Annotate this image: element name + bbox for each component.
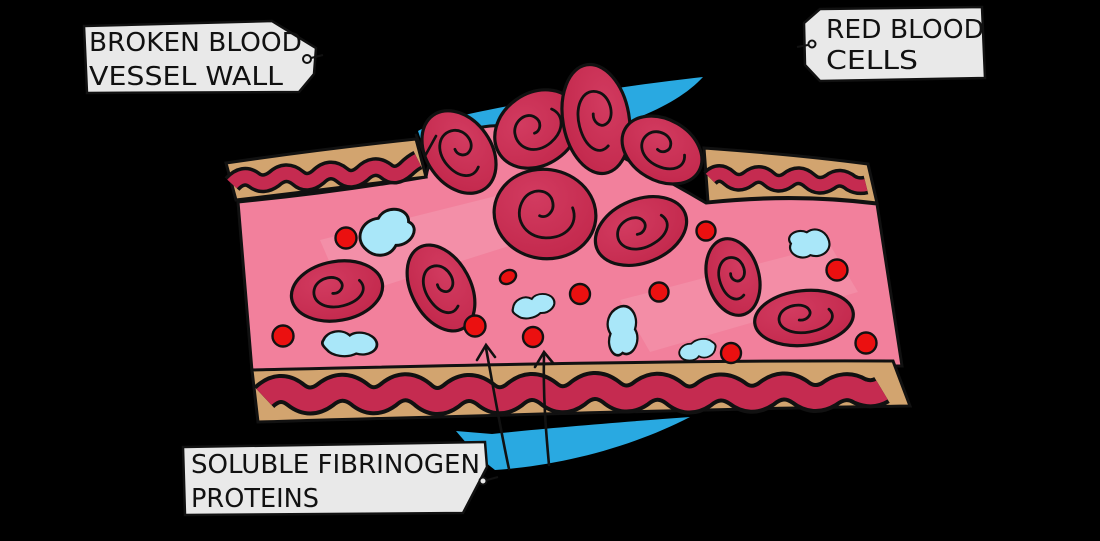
label-broken-blood-vessel-wall: BROKEN BLOOD VESSEL WALL <box>82 19 324 95</box>
fibrinogen-protein-dot <box>825 258 849 282</box>
fibrinogen-protein-dot <box>854 331 878 355</box>
label-tag-shape <box>802 5 987 83</box>
pointer-arrowhead <box>533 349 555 369</box>
label-text: SOLUBLE FIBRINOGEN <box>191 450 480 480</box>
pointer-arrowhead <box>475 342 497 362</box>
tag-hole-icon <box>807 39 817 49</box>
tag-string-icon <box>486 476 499 481</box>
label-text: CELLS <box>826 46 918 76</box>
fibrinogen-proteins <box>271 220 878 365</box>
fibrinogen-protein-dot <box>334 226 358 250</box>
wall-lining <box>256 375 888 412</box>
fibrinogen-protein-dot <box>648 281 670 303</box>
fibrinogen-pointer-arrows <box>475 342 555 471</box>
platelet-blob <box>603 303 642 359</box>
vessel-wall-top-left <box>224 137 428 202</box>
fibrinogen-protein-dot <box>498 268 518 286</box>
label-text: PROTEINS <box>191 484 319 514</box>
label-red-blood-cells: RED BLOOD CELLS <box>796 5 987 83</box>
label-text: BROKEN BLOOD <box>89 28 302 58</box>
pointer-arrow-line <box>542 353 551 467</box>
tag-hole-icon <box>302 54 312 64</box>
fibrinogen-protein-dot <box>463 314 487 338</box>
fibrinogen-protein-dot <box>719 341 743 365</box>
wall-lining <box>227 154 422 190</box>
fibrinogen-protein-dot <box>695 220 717 242</box>
label-text: VESSEL WALL <box>89 62 284 92</box>
tag-hole-icon <box>478 476 488 486</box>
flow-arrow-bottom <box>456 417 690 470</box>
fibrinogen-protein-dot <box>568 282 592 306</box>
fibrinogen-protein-dot <box>271 324 295 348</box>
pointer-arrow-line <box>484 346 511 471</box>
label-tag-shape <box>181 440 489 517</box>
label-tag-shape <box>82 19 318 95</box>
vessel-wall-top-right <box>702 146 879 205</box>
flow-arrowhead-notch <box>414 133 438 159</box>
fibrinogen-protein-dot <box>521 325 545 349</box>
vessel-wall-bottom <box>250 359 913 424</box>
tag-string-icon <box>796 44 809 48</box>
label-soluble-fibrinogen-proteins: SOLUBLE FIBRINOGEN PROTEINS <box>181 440 499 517</box>
label-text: RED BLOOD <box>826 15 984 45</box>
tag-string-icon <box>310 54 324 59</box>
wall-lining <box>705 167 868 192</box>
